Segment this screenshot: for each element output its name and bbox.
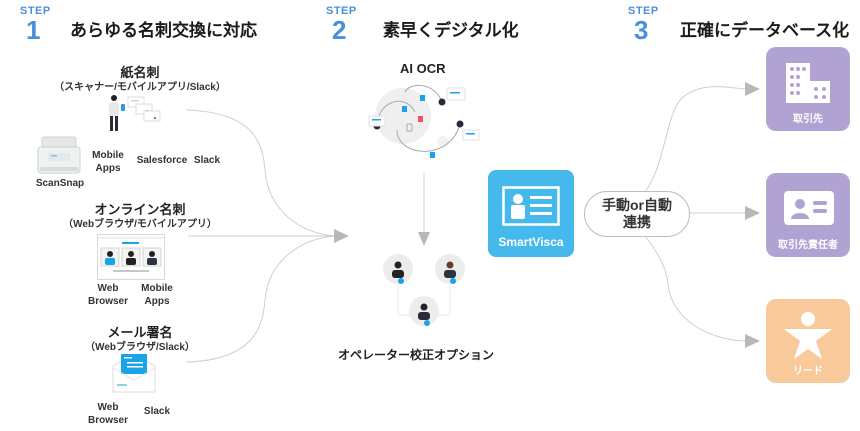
video-meeting-illustration	[97, 234, 165, 280]
label-email-slack: Slack	[143, 406, 171, 417]
online-card-subtitle: （Webブラウザ/モバイルアプリ）	[63, 219, 217, 230]
step-2-label: STEP	[326, 5, 357, 17]
arrowhead-account	[745, 82, 760, 96]
target-account-label: 取引先	[793, 114, 823, 125]
arrowhead-down	[418, 232, 430, 246]
email-envelope-icon	[112, 354, 156, 393]
step-1-label: STEP	[20, 5, 51, 17]
operator-review-illustration	[383, 254, 465, 326]
step-3-label: STEP	[628, 5, 659, 17]
contact-card-icon	[784, 191, 834, 225]
smartvisca-label: SmartVisca	[498, 235, 564, 249]
business-card-icon	[502, 186, 560, 226]
label-paper-slack: Slack	[193, 155, 221, 166]
ai-ocr-label: AI OCR	[400, 61, 446, 76]
operator-correction-label: オペレーター校正オプション	[338, 348, 495, 362]
target-lead-tile: リード	[766, 299, 850, 383]
building-icon	[786, 63, 830, 103]
connector-sync-to-account	[644, 86, 746, 193]
label-scansnap: ScanSnap	[35, 178, 85, 189]
email-card-title: メール署名	[107, 325, 173, 340]
operator-avatar-1	[383, 254, 413, 284]
step-2-header: STEP 2	[326, 5, 357, 43]
label-online-web-browser: Web Browser	[87, 283, 128, 307]
connector-sync-to-lead	[644, 235, 746, 342]
step-1-number: 1	[26, 15, 41, 45]
target-account-tile: 取引先	[766, 47, 850, 131]
person-star-icon	[784, 312, 832, 359]
operator-avatar-2	[435, 254, 465, 284]
sync-mode-line1: 手動or自動	[602, 197, 672, 214]
scansnap-icon	[37, 136, 81, 174]
email-card-subtitle: （Webブラウザ/Slack）	[85, 342, 195, 353]
label-email-web-browser: Web Browser	[87, 402, 128, 426]
label-paper-mobile-apps: Mobile Apps	[92, 150, 124, 174]
ai-ocr-illustration	[368, 84, 480, 158]
sync-mode-line2: 連携	[623, 214, 651, 230]
arrowhead-merge	[334, 229, 349, 243]
target-contact-label: 取引先責任者	[778, 240, 838, 251]
sync-mode-badge: 手動or自動 連携	[584, 191, 690, 237]
arrowhead-contact	[745, 206, 760, 220]
paper-card-subtitle: （スキャナー/モバイルアプリ/Slack）	[54, 82, 226, 93]
target-contact-tile: 取引先責任者	[766, 173, 850, 257]
arrowhead-lead	[745, 334, 760, 348]
step-3-header: STEP 3	[628, 5, 659, 43]
operator-avatar-3	[409, 296, 439, 326]
online-card-title: オンライン名刺	[94, 202, 186, 217]
mobile-scan-illustration	[109, 95, 161, 131]
label-salesforce: Salesforce	[136, 155, 188, 166]
paper-card-title: 紙名刺	[120, 65, 160, 80]
step-1-header: STEP 1	[20, 5, 51, 43]
step-2-title: 素早くデジタル化	[383, 21, 519, 40]
step-3-title: 正確にデータベース化	[680, 21, 850, 40]
step-3-number: 3	[634, 15, 649, 45]
target-lead-label: リード	[793, 366, 823, 377]
step-2-number: 2	[332, 15, 347, 45]
smartvisca-tile: SmartVisca	[488, 170, 574, 257]
label-online-mobile-apps: Mobile Apps	[141, 283, 173, 307]
step-1-title: あらゆる名刺交換に対応	[70, 21, 257, 40]
